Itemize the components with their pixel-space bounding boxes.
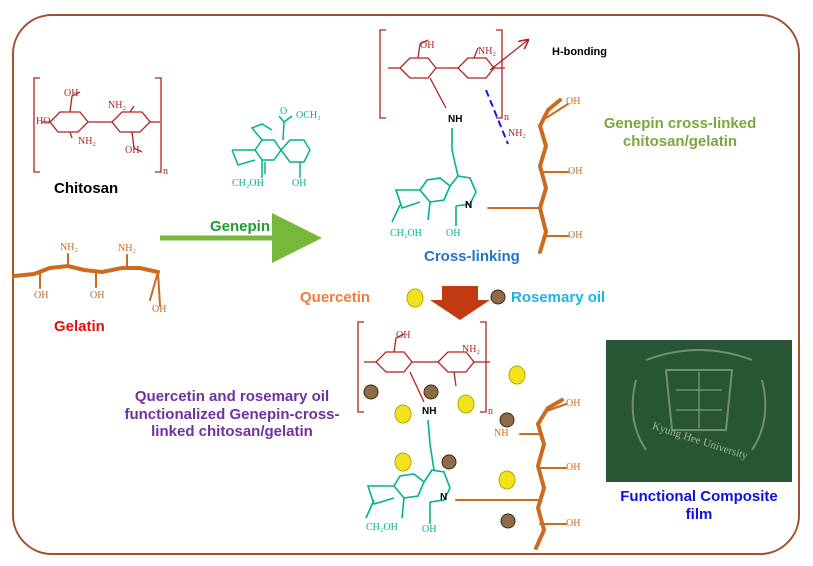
quercetin-particle: [498, 470, 516, 490]
chem-oh-label: OH: [90, 290, 105, 301]
chem-ch2oh-label: CH₂OH: [232, 178, 264, 189]
quercetin-label: Quercetin: [300, 289, 371, 306]
h-bonding-label: H-bonding: [552, 46, 607, 58]
chem-oh-label: OH: [446, 228, 461, 239]
chem-nh2-label: NH₂: [462, 344, 480, 355]
chem-nh2-label: NH₂: [60, 242, 78, 253]
crosslinked-genepin: [391, 128, 477, 226]
chem-oh-label: OH: [566, 462, 581, 473]
chem-nh-label: NH: [494, 428, 509, 439]
chem-n-label: N: [465, 200, 473, 211]
quercetin-particle: [508, 365, 526, 385]
crosslinked-chitosan: [379, 29, 528, 119]
chem-ch2oh-label: CH₂OH: [366, 522, 398, 533]
chem-oh-label: OH: [422, 524, 437, 535]
chem-oh-label: OH: [152, 304, 167, 315]
rosemary-particle: [499, 412, 515, 428]
composite-film-image: Kyung Hee University: [606, 340, 792, 482]
quercetin-particle: [394, 404, 412, 424]
chem-och3-label: OCH₃: [296, 110, 321, 121]
cross-linking-label: Cross-linking: [424, 248, 520, 265]
chem-nh2-label: NH₂: [78, 136, 96, 147]
chem-oh-label: OH: [396, 330, 411, 341]
rosemary-particle: [423, 384, 439, 400]
crosslinked-gelatin: [487, 98, 569, 254]
chem-oh-label: OH: [566, 96, 581, 107]
quercetin-particle: [394, 452, 412, 472]
rosemary-oil-label: Rosemary oil: [511, 289, 606, 306]
functionalized-label: Quercetin and rosemary oil functionalize…: [124, 388, 340, 441]
chem-oh-label: OH: [566, 518, 581, 529]
rosemary-particle: [500, 513, 516, 529]
composite-film-label: Functional Composite film: [620, 488, 778, 523]
chitosan-structure: [33, 77, 162, 173]
chem-nh2-label: NH₂: [108, 100, 126, 111]
chem-oh-label: OH: [64, 88, 79, 99]
functionalized-chitosan: [357, 321, 490, 413]
chem-n-sub: n: [163, 166, 168, 177]
down-arrow: [430, 286, 490, 320]
chem-oh-label: OH: [566, 398, 581, 409]
chem-ch2oh-label: CH₂OH: [390, 228, 422, 239]
chem-nh2-label: NH₂: [118, 243, 136, 254]
chem-oh-label: OH: [125, 145, 140, 156]
chitosan-label: Chitosan: [54, 180, 119, 197]
film-seal-graphic: Kyung Hee University: [606, 340, 792, 482]
h-bond-line: [485, 89, 509, 145]
chem-nh-label: NH: [448, 114, 463, 125]
chem-o-label: O: [280, 106, 288, 117]
rosemary-particle: [490, 289, 506, 305]
rosemary-particle: [441, 454, 457, 470]
rosemary-particle: [363, 384, 379, 400]
genepin-crosslinked-label: Genepin cross-linked chitosan/gelatin: [603, 115, 757, 150]
functionalized-genepin: [365, 419, 451, 524]
genepin-label: Genepin: [210, 218, 271, 235]
chem-oh-label: OH: [420, 40, 435, 51]
gelatin-structure: [12, 253, 161, 307]
quercetin-particle: [406, 288, 424, 308]
chem-oh-label: OH: [568, 230, 583, 241]
chem-oh-label: OH: [34, 290, 49, 301]
chem-ho-label: HO: [36, 116, 51, 127]
gelatin-label: Gelatin: [54, 318, 105, 335]
functionalized-gelatin: [455, 398, 567, 550]
genepin-structure: [231, 115, 311, 178]
chem-n-sub: n: [488, 406, 493, 417]
quercetin-particle: [457, 394, 475, 414]
chem-nh2-label: NH₂: [478, 46, 496, 57]
chem-nh-label: NH: [422, 406, 437, 417]
chem-nh2-label: NH₂: [508, 128, 526, 139]
chem-oh-label: OH: [568, 166, 583, 177]
chem-n-label: N: [440, 492, 448, 503]
chem-oh-label: OH: [292, 178, 307, 189]
chem-n-sub: n: [504, 112, 509, 123]
